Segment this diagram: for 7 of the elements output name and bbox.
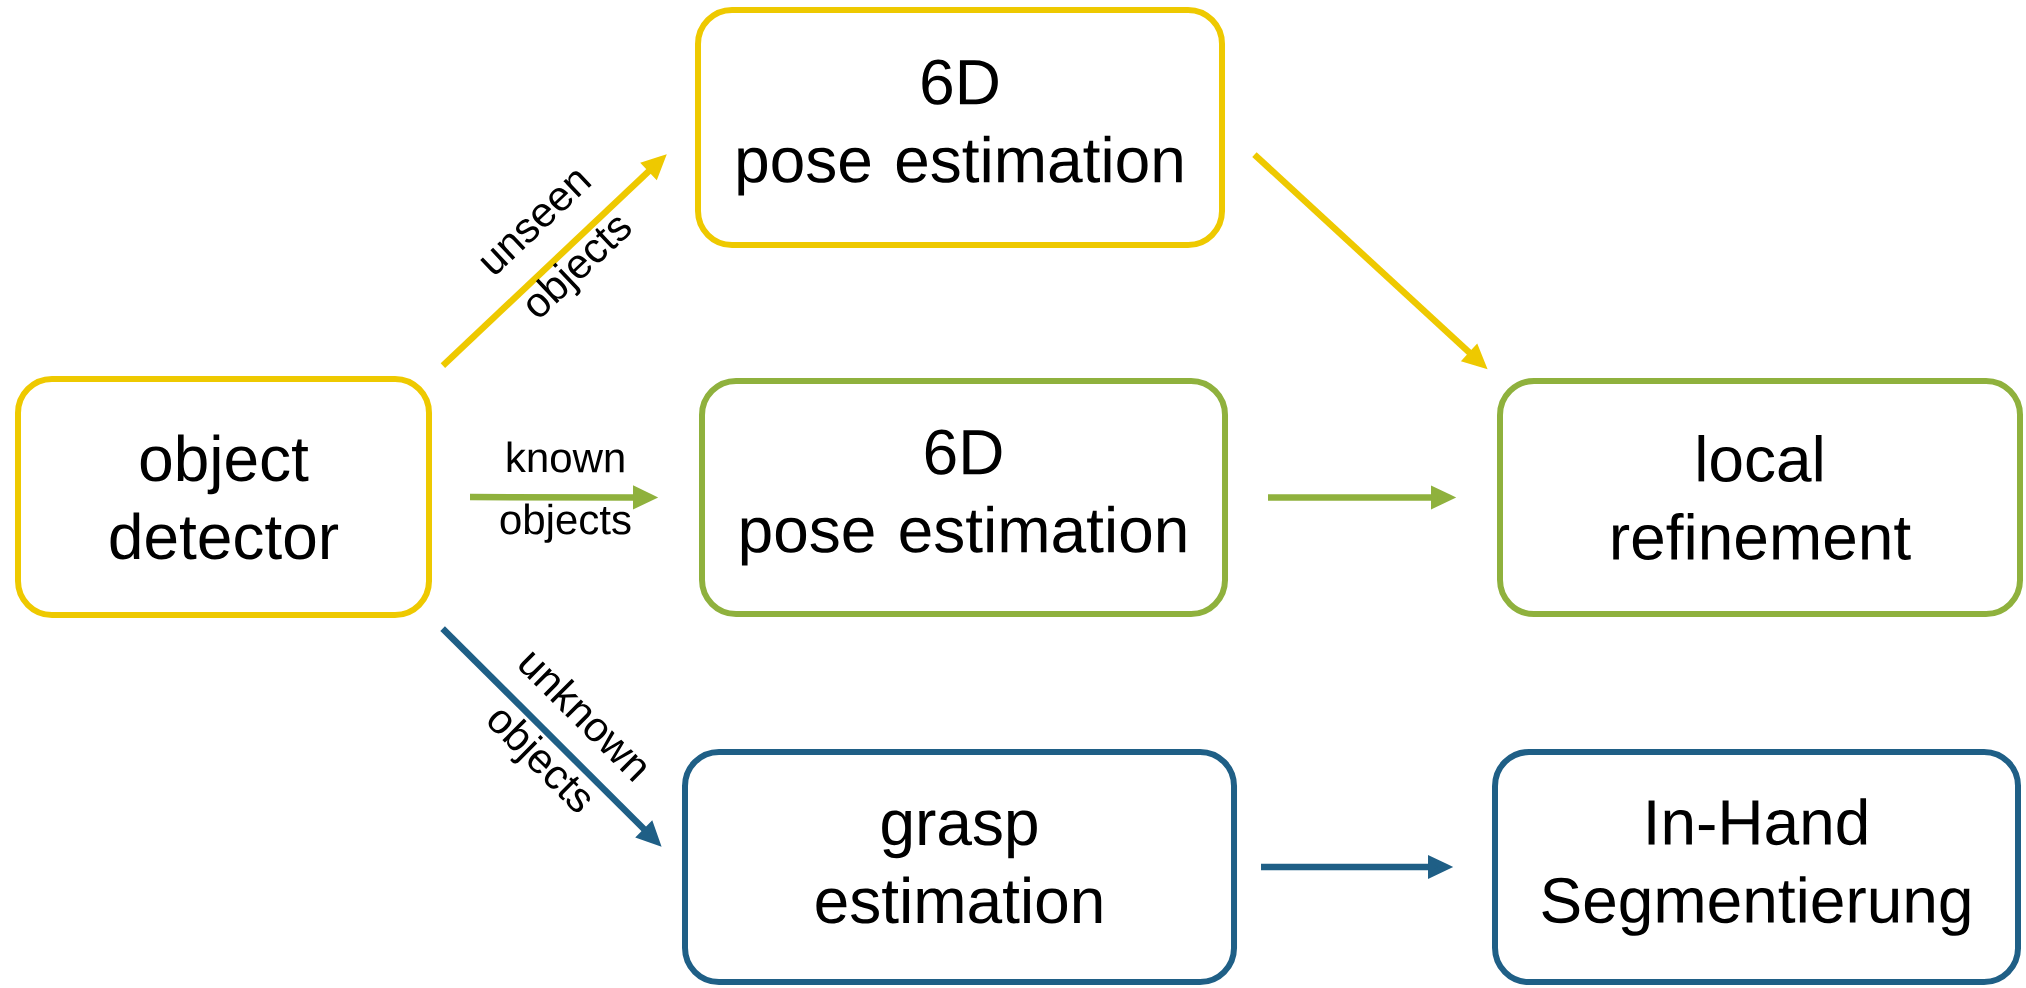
process-box: 6D pose estimation xyxy=(699,378,1228,617)
process-box: grasp estimation xyxy=(682,749,1237,985)
edge-label: known objects xyxy=(500,441,631,543)
process-box: In-Hand Segmentierung xyxy=(1492,749,2022,985)
process-box: 6D pose estimation xyxy=(695,7,1225,248)
process-box: local refinement xyxy=(1497,378,2024,617)
process-box: object detector xyxy=(15,376,432,618)
